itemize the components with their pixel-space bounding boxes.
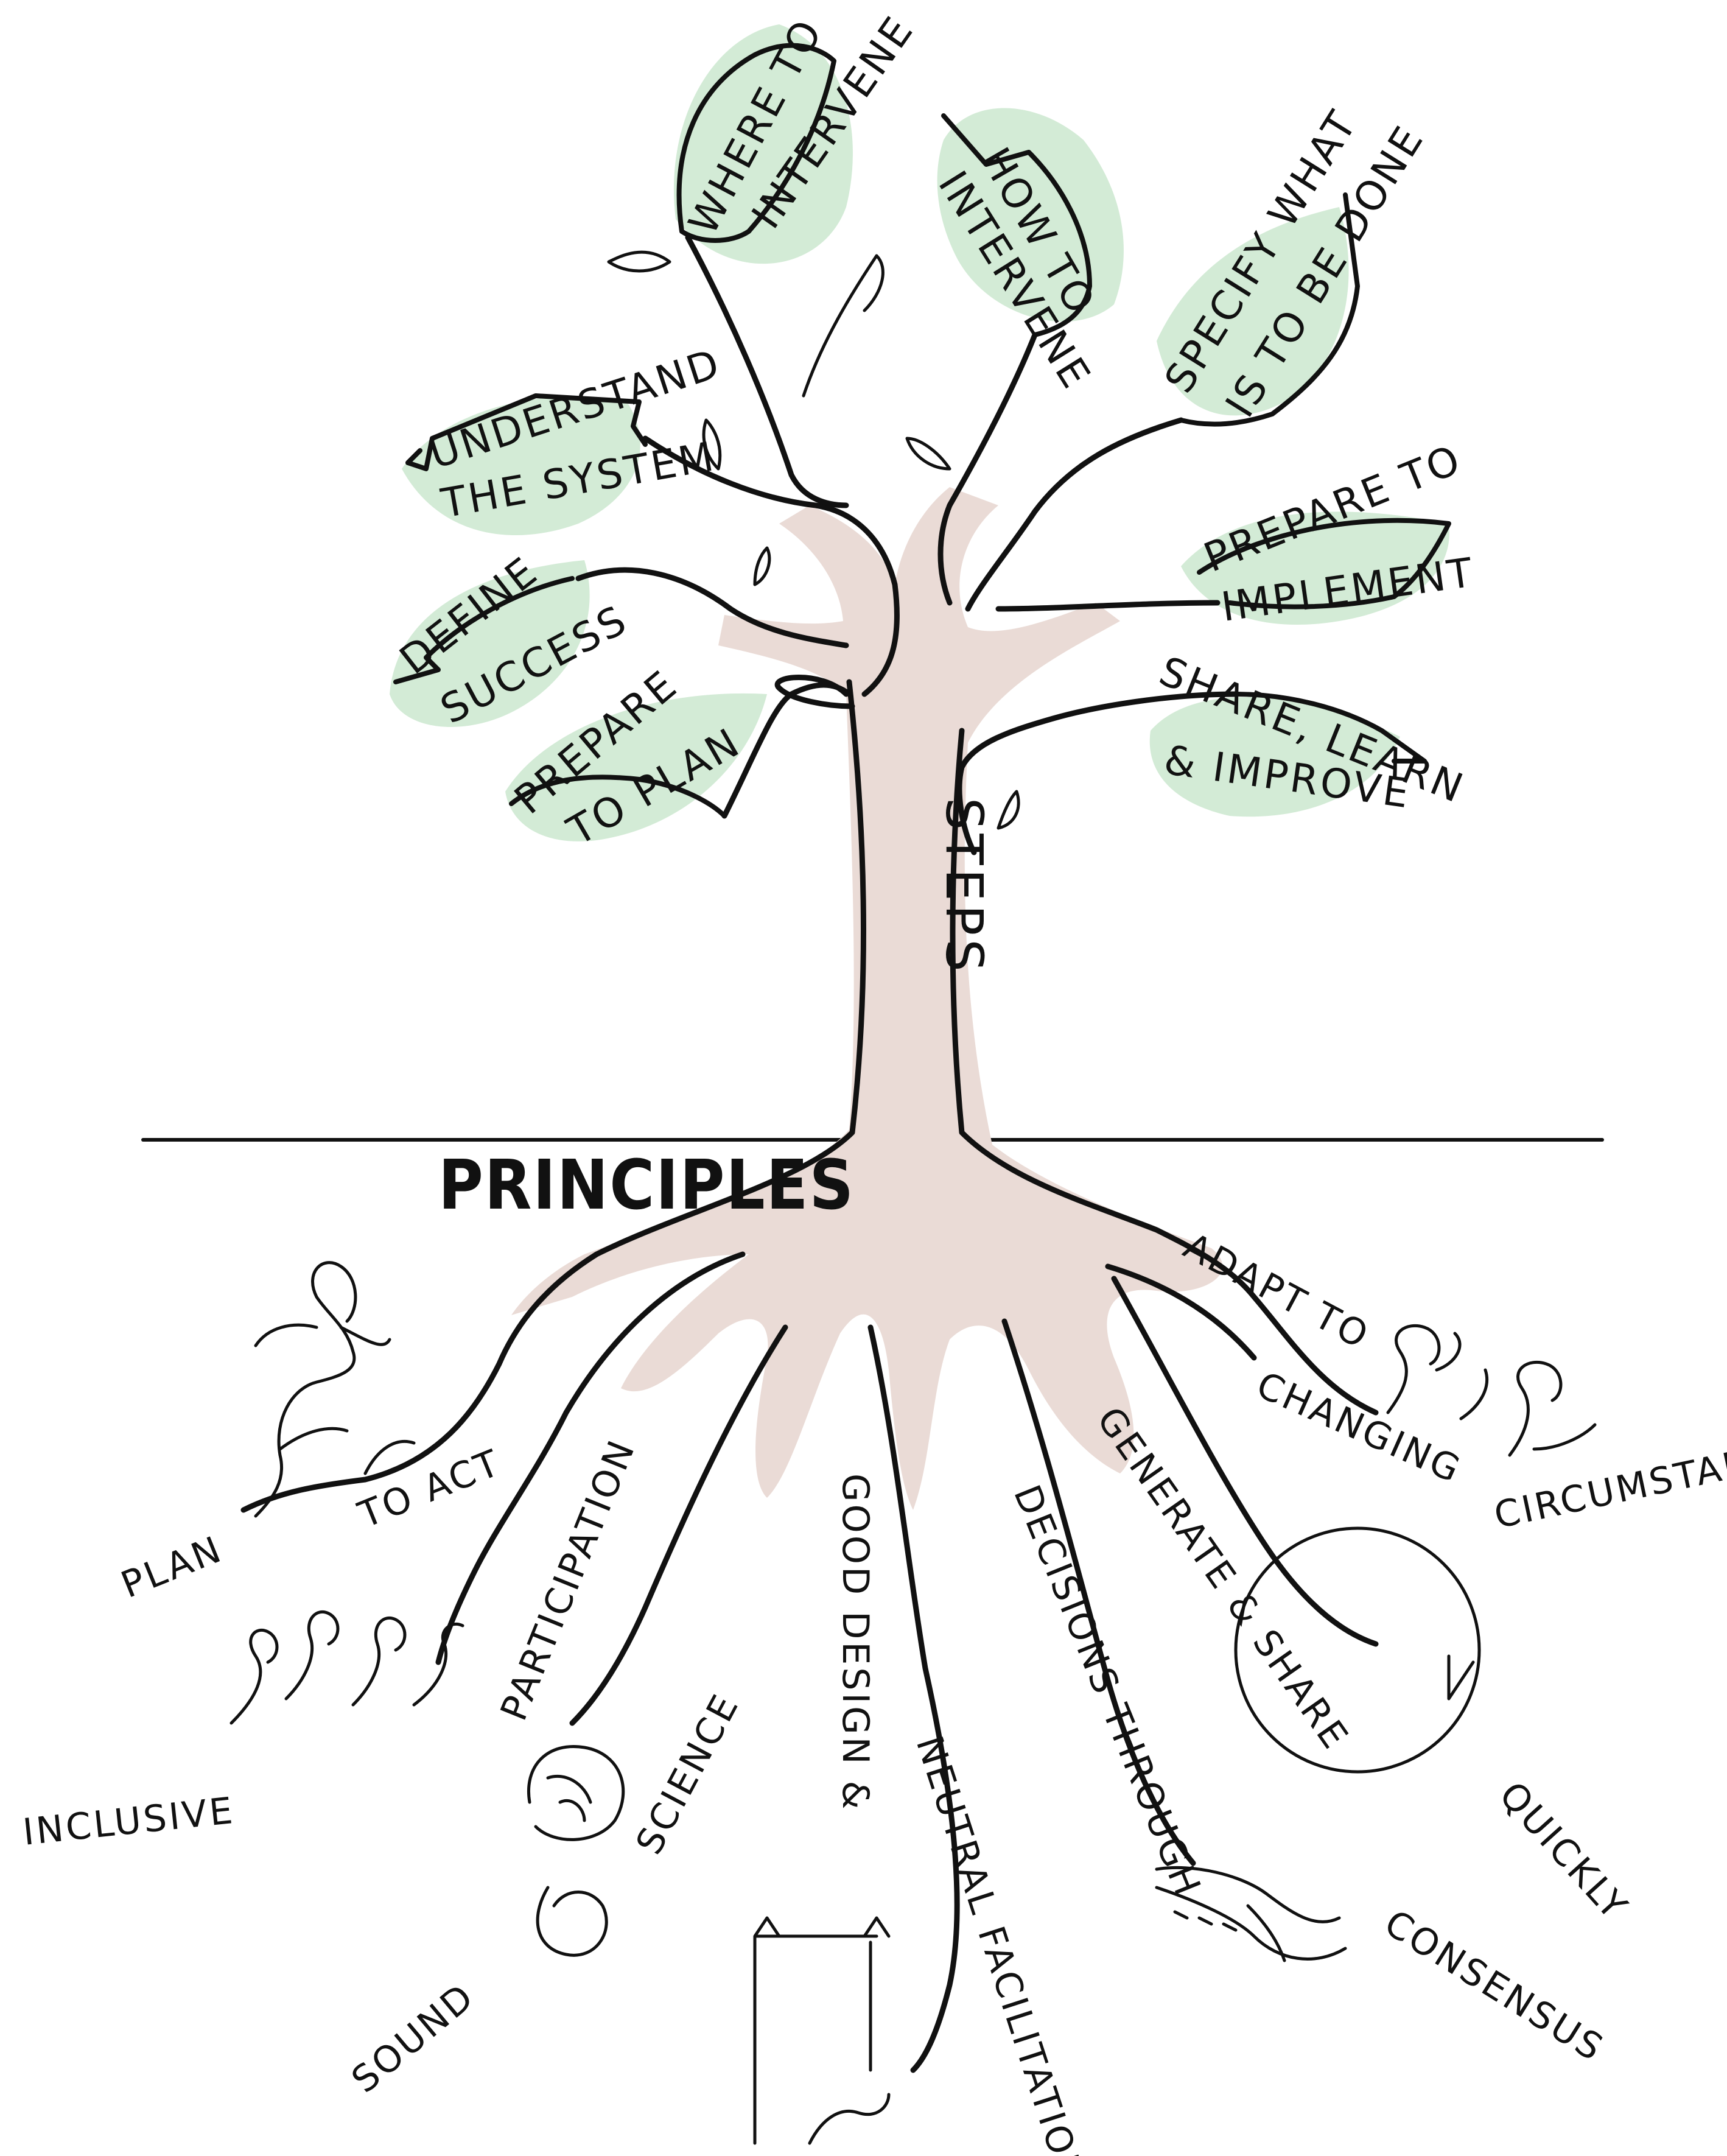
leaf-specify	[1157, 207, 1349, 416]
principle-label-good-design-2: NEUTRAL FACILITATION	[908, 1731, 1093, 2156]
principle-label-adapt-3: CIRCUMSTANCES	[1491, 1424, 1727, 1537]
root-decisions	[1001, 1318, 1196, 1866]
principle-label-sound-2: SCIENCE	[628, 1687, 748, 1861]
leaf-understand	[402, 396, 640, 536]
leaf-prepare-implement	[1181, 511, 1449, 625]
sprout-icon-6	[997, 790, 1020, 830]
leaf-prepare-plan	[505, 693, 767, 841]
trunk-left-edge	[240, 679, 866, 1513]
principle-label-inclusive-2: PARTICIPATION	[492, 1433, 644, 1726]
leaf-specify-outline	[1179, 192, 1360, 427]
leaf-prepare-plan-outline	[509, 774, 727, 818]
branch-how	[937, 332, 1038, 606]
ground-label: PRINCIPLES	[438, 1146, 855, 1225]
trunk-right-edge	[950, 728, 1379, 1416]
stomach-icon	[536, 1886, 608, 1957]
leaf-define-outline	[393, 576, 575, 684]
branch-where	[685, 234, 849, 508]
principle-label-sound-1: SOUND	[344, 1975, 483, 2101]
people-group-icon	[229, 1610, 464, 1725]
sprout-icon-1	[607, 250, 671, 273]
leaf-how-outline	[941, 113, 1092, 337]
leaf-share-outline	[1233, 692, 1427, 764]
root-generate	[1111, 1276, 1379, 1647]
sprout-icon-5	[753, 546, 771, 586]
root-sound	[569, 1324, 788, 1726]
leaf-share	[1149, 697, 1400, 817]
sprouts	[607, 250, 1020, 830]
sprout-icon-4	[905, 437, 951, 471]
trunk-outline	[240, 234, 1379, 2073]
root-good-design	[867, 1324, 960, 2073]
branch-define	[575, 567, 849, 648]
leaf-understand-outline	[405, 393, 648, 471]
leaf-where-outline	[676, 43, 836, 243]
leaf-group	[390, 24, 1449, 841]
easel-icon	[753, 1916, 891, 2145]
runner-icon	[254, 1261, 416, 1518]
sprout-icon-2	[802, 254, 885, 398]
principle-label-plan-1: PLAN	[115, 1528, 229, 1607]
branch-share	[956, 691, 1239, 855]
principle-label-decisions-2: CONSENSUS	[1377, 1901, 1612, 2070]
changing-figures-icon	[1386, 1324, 1597, 1457]
principle-label-adapt-1: ADAPT TO	[1177, 1224, 1377, 1358]
clock-icon	[1234, 1526, 1481, 1774]
trunk-top-left-branch	[774, 675, 855, 709]
leaf-prepare-implement-outline	[1197, 518, 1451, 609]
root-inclusive	[435, 1251, 746, 1665]
principle-label-inclusive-1: INCLUSIVE	[21, 1789, 237, 1854]
branch-understand	[642, 435, 900, 697]
root-pictograms	[229, 1261, 1597, 2145]
branch-prepare-plan	[721, 682, 852, 819]
leaf-outlines	[393, 43, 1451, 818]
sprout-icon-3	[702, 418, 722, 471]
leaf-define	[390, 560, 590, 727]
branch-prepare-implement	[995, 600, 1221, 612]
principle-label-good-design-1: GOOD DESIGN &	[834, 1473, 877, 1811]
brain-icon	[527, 1745, 625, 1841]
trunk-label: STEPS	[934, 798, 994, 975]
root-adapt	[1105, 1263, 1257, 1361]
principle-label-adapt-2: CHANGING	[1250, 1364, 1468, 1492]
branch-specify	[965, 417, 1184, 612]
trunk-fill	[511, 487, 1223, 1510]
principle-label-generate-2: QUICKLY	[1491, 1774, 1637, 1929]
handshake-icon	[1155, 1866, 1347, 1962]
